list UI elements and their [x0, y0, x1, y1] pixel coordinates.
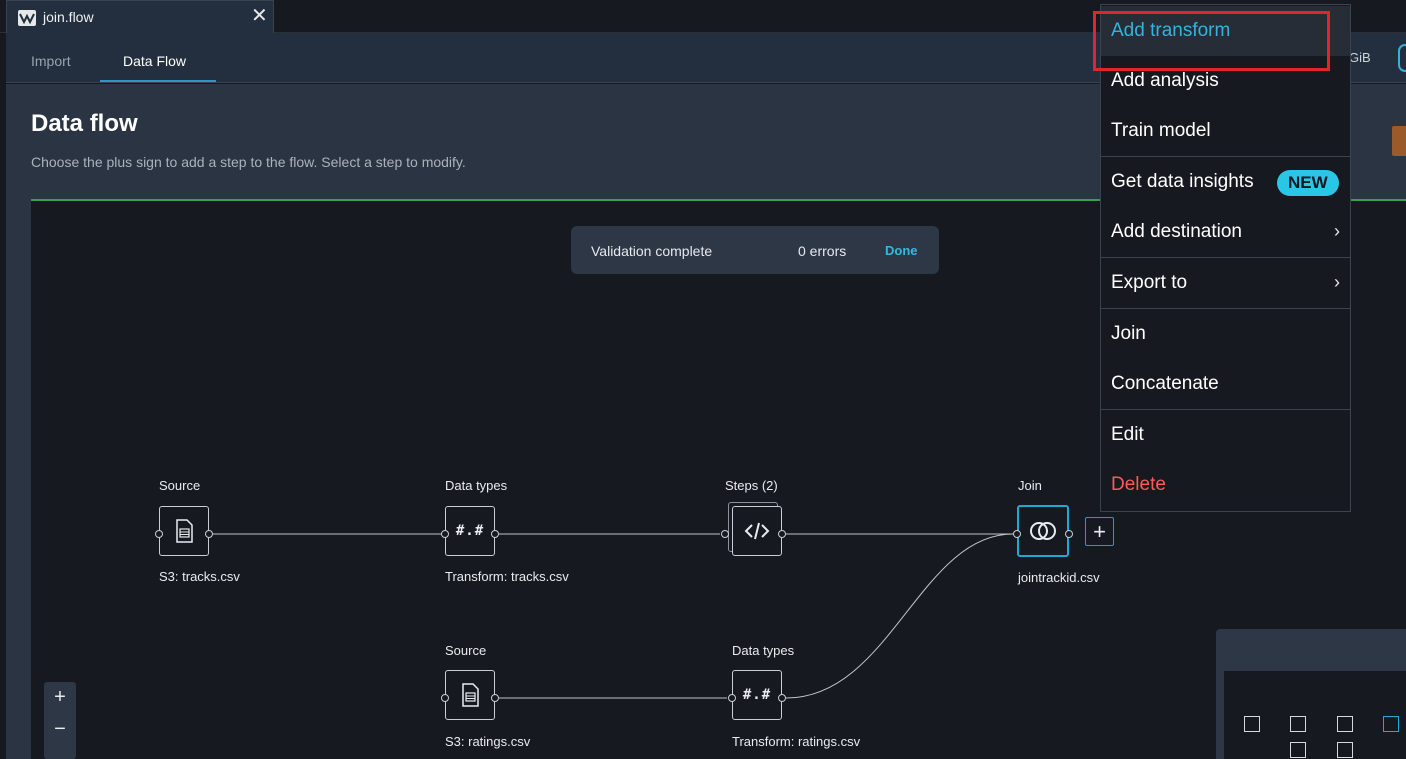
node-context-menu: Add transform Add analysis Train model G… [1100, 4, 1351, 512]
minimap-node [1290, 742, 1306, 758]
chevron-right-icon: › [1334, 272, 1340, 292]
menu-item-get-data-insights[interactable]: Get data insights NEW [1101, 157, 1350, 207]
menu-separator [1101, 409, 1350, 410]
memory-unit-label: GiB [1349, 50, 1371, 65]
node-join[interactable] [1017, 505, 1069, 557]
port-in[interactable] [155, 530, 163, 538]
menu-item-train-model[interactable]: Train model [1101, 106, 1350, 156]
menu-item-label: Get data insights [1111, 171, 1254, 192]
zoom-in-button[interactable]: + [54, 686, 66, 708]
menu-item-add-transform[interactable]: Add transform [1101, 6, 1350, 56]
document-icon [176, 519, 193, 543]
minimap-viewport [1224, 671, 1406, 759]
menu-item-add-destination[interactable]: Add destination › [1101, 207, 1350, 257]
node-label-join: Join [1018, 478, 1042, 493]
menu-item-delete[interactable]: Delete [1101, 460, 1350, 510]
menu-item-add-analysis[interactable]: Add analysis [1101, 56, 1350, 106]
document-icon [462, 683, 479, 707]
file-tab-label: join.flow [43, 9, 94, 25]
join-icon [1030, 522, 1056, 540]
page-title: Data flow [31, 110, 138, 137]
node-source-tracks[interactable] [159, 506, 209, 556]
port-out[interactable] [205, 530, 213, 538]
port-out[interactable] [491, 694, 499, 702]
node-caption-join: jointrackid.csv [1018, 570, 1100, 585]
node-label-types1: Data types [445, 478, 508, 493]
add-step-button[interactable]: + [1085, 517, 1114, 546]
node-caption-source2: S3: ratings.csv [445, 734, 531, 749]
validation-status: Validation complete [591, 243, 713, 259]
active-tab-indicator [100, 80, 216, 82]
port-in[interactable] [441, 694, 449, 702]
data-types-icon: #.# [742, 687, 772, 703]
menu-separator [1101, 308, 1350, 309]
menu-item-label: Edit [1111, 424, 1144, 445]
port-out[interactable] [778, 530, 786, 538]
minimap-node [1337, 742, 1353, 758]
node-source-ratings[interactable] [445, 670, 495, 720]
wave-logo-icon [18, 10, 36, 26]
minimap-node [1337, 716, 1353, 732]
port-out[interactable] [491, 530, 499, 538]
port-in[interactable] [441, 530, 449, 538]
header-action-button[interactable] [1392, 126, 1406, 156]
chevron-right-icon: › [1334, 221, 1340, 241]
minimap-node [1383, 716, 1399, 732]
validation-done-link[interactable]: Done [885, 243, 918, 258]
node-label-steps: Steps (2) [725, 478, 778, 493]
menu-item-label: Add transform [1111, 20, 1231, 41]
port-in[interactable] [721, 530, 729, 538]
node-steps[interactable] [732, 506, 782, 556]
minimap[interactable] [1216, 629, 1406, 759]
code-icon [744, 522, 770, 540]
menu-item-label: Add destination [1111, 221, 1242, 242]
menu-item-label: Delete [1111, 474, 1166, 495]
menu-item-label: Train model [1111, 120, 1211, 141]
menu-item-export-to[interactable]: Export to › [1101, 258, 1350, 308]
tab-data-flow[interactable]: Data Flow [123, 53, 187, 69]
port-out[interactable] [1065, 530, 1073, 538]
node-label-source2: Source [445, 643, 487, 658]
port-out[interactable] [778, 694, 786, 702]
highlight-box [1093, 11, 1330, 71]
menu-item-concatenate[interactable]: Concatenate [1101, 359, 1350, 409]
instance-toggle[interactable] [1398, 44, 1406, 72]
minimap-node [1244, 716, 1260, 732]
minimap-node [1290, 716, 1306, 732]
menu-item-label: Join [1111, 323, 1146, 344]
node-caption-types1: Transform: tracks.csv [445, 569, 569, 584]
menu-item-label: Add analysis [1111, 70, 1219, 91]
zoom-out-button[interactable]: − [54, 718, 66, 740]
zoom-controls: + − [44, 682, 76, 759]
port-in[interactable] [728, 694, 736, 702]
page-subtitle: Choose the plus sign to add a step to th… [31, 154, 466, 170]
close-icon[interactable]: ✕ [251, 5, 268, 27]
node-data-types-tracks[interactable]: #.# [445, 506, 495, 556]
menu-separator [1101, 257, 1350, 258]
left-gutter [6, 200, 31, 759]
new-badge: NEW [1277, 170, 1339, 196]
port-in[interactable] [1013, 530, 1021, 538]
validation-errors: 0 errors [798, 243, 847, 259]
validation-banner: Validation complete 0 errors Done [571, 226, 939, 274]
data-types-icon: #.# [455, 523, 485, 539]
node-caption-types2: Transform: ratings.csv [732, 734, 861, 749]
node-data-types-ratings[interactable]: #.# [732, 670, 782, 720]
tab-import[interactable]: Import [31, 53, 71, 69]
menu-item-label: Export to [1111, 272, 1188, 293]
file-tab[interactable]: join.flow ✕ [6, 0, 274, 33]
menu-separator [1101, 156, 1350, 157]
node-caption-source1: S3: tracks.csv [159, 569, 240, 584]
validation-status-line [31, 199, 1406, 201]
node-label-types2: Data types [732, 643, 795, 658]
menu-item-edit[interactable]: Edit [1101, 410, 1350, 460]
menu-item-label: Concatenate [1111, 373, 1219, 394]
menu-item-join[interactable]: Join [1101, 309, 1350, 359]
node-label-source1: Source [159, 478, 201, 493]
